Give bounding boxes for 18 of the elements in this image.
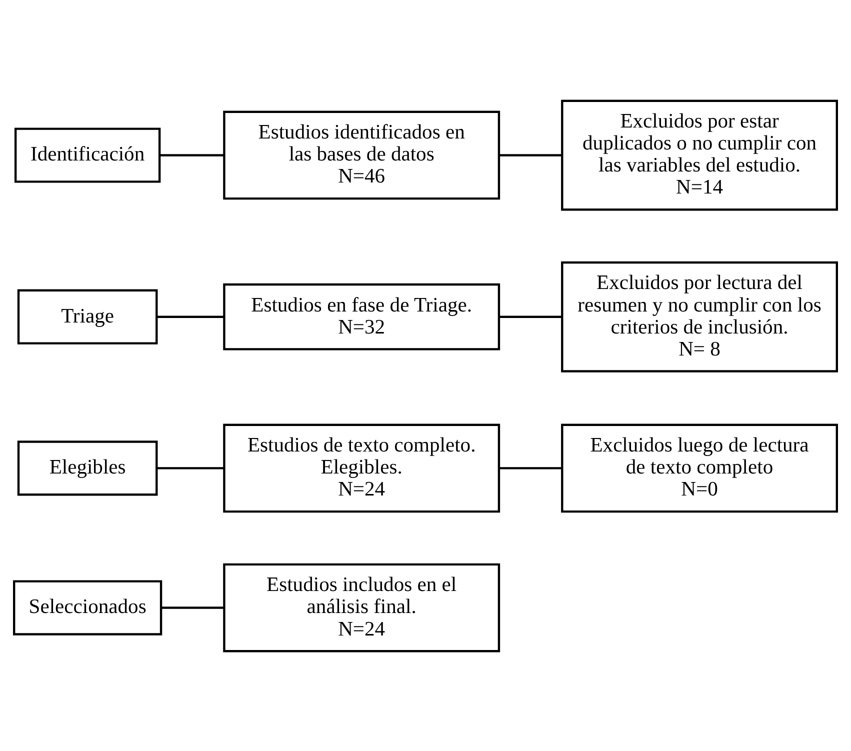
node-box: Excluidos luego de lectura de texto completo N=0 [561, 423, 838, 512]
connector [499, 154, 562, 156]
node-box: Excluidos por lectura del resumen y no cumplir con los criterios de inclusión. N= 8 [561, 260, 838, 372]
node-box: Elegibles [17, 440, 158, 496]
connector [156, 466, 224, 469]
connector [499, 315, 562, 318]
node-box: Estudios identificados en las bases de datos N=46 [223, 110, 500, 200]
node-box: Estudios includos en el análisis final. N=24 [223, 562, 500, 652]
connector [156, 315, 224, 318]
node-box: Estudios de texto completo. Elegibles. N=24 [223, 423, 500, 512]
node-box: Excluidos por estar duplicados o no cumplir con las variables del estudio. N=14 [561, 99, 838, 210]
connector [499, 466, 562, 469]
node-box: Seleccionados [13, 580, 162, 635]
connector [162, 606, 224, 608]
node-box: Identificación [14, 127, 161, 182]
node-box: Triage [17, 288, 158, 344]
node-box: Estudios en fase de Triage. N=32 [223, 282, 500, 350]
connector [160, 154, 224, 156]
